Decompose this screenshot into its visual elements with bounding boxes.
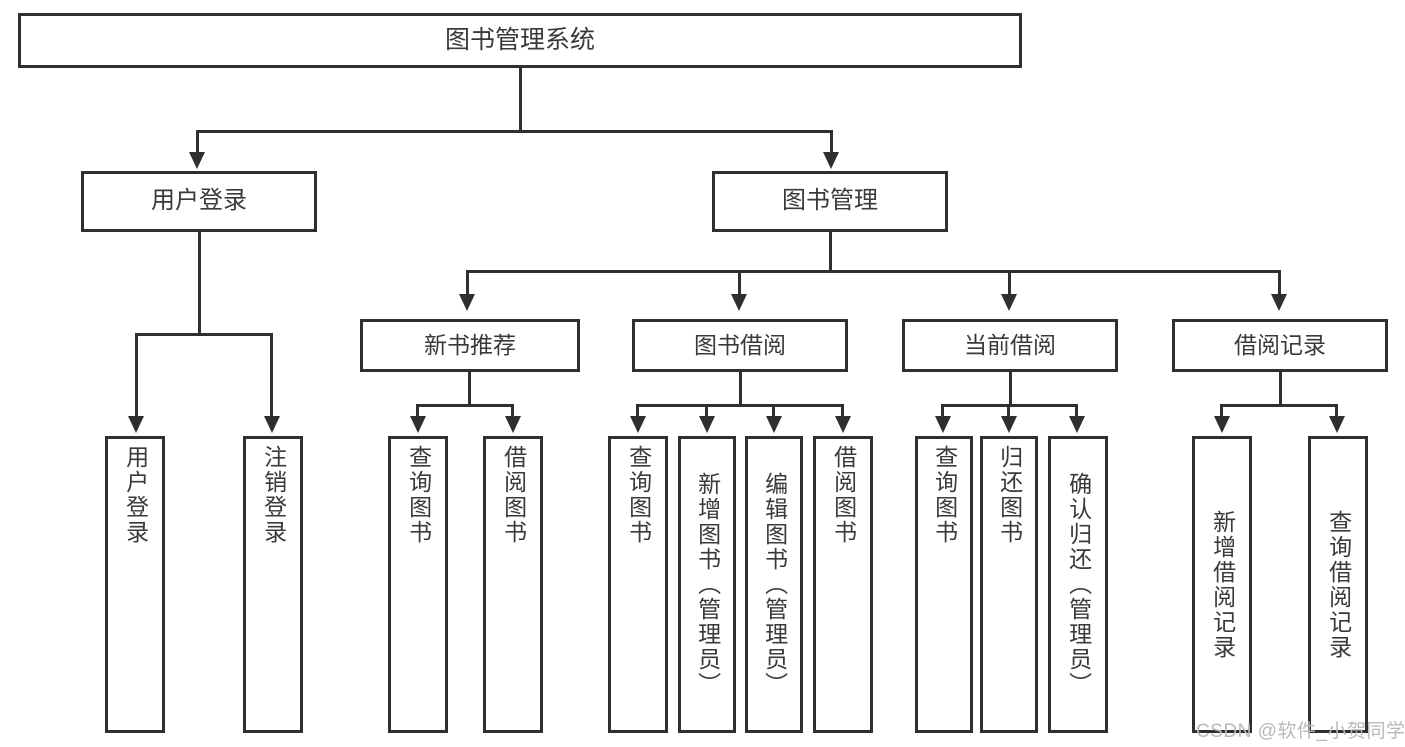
arrow-borrow-edit [766,416,782,433]
leaf-current-return-book[interactable]: 归还图书 [980,436,1038,733]
leaf-label: 归还图书 [996,445,1023,545]
connector-user-stem [198,232,201,333]
connector-current-c3 [1075,404,1078,418]
connector-newbook-l [416,404,419,418]
leaf-newbook-borrow-book[interactable]: 借阅图书 [483,436,543,733]
arrow-root-to-book [823,152,839,169]
connector-borrow-stem [739,372,742,404]
arrow-record-add [1214,416,1230,433]
leaf-label: 确认归还（管理员） [1065,472,1092,697]
connector-current-c2 [1007,404,1010,418]
arrow-book-to-record [1271,294,1287,311]
leaf-label: 查询图书 [931,445,958,545]
leaf-label: 借阅图书 [500,445,527,545]
leaf-record-add-borrow-record[interactable]: 新增借阅记录 [1192,436,1252,733]
node-root-system[interactable]: 图书管理系统 [18,13,1022,68]
connector-user-bar [135,333,273,336]
connector-record-l [1220,404,1223,418]
connector-current-stem [1009,372,1012,404]
arrow-borrow-lend [835,416,851,433]
connector-record-bar [1220,404,1338,407]
leaf-borrow-edit-book-admin[interactable]: 编辑图书（管理员） [745,436,803,733]
connector-book-to-new [466,270,469,296]
arrow-user-login [128,416,144,433]
connector-borrow-c1 [636,404,639,418]
node-label: 图书管理系统 [444,25,595,54]
connector-user-left-drop [135,333,138,418]
connector-record-r [1335,404,1338,418]
connector-book-to-current [1008,270,1011,296]
leaf-label: 查询图书 [625,445,652,545]
arrow-current-confirm [1069,416,1085,433]
arrow-record-query [1329,416,1345,433]
connector-book-to-borrow [738,270,741,296]
node-label: 用户登录 [151,187,247,215]
node-label: 当前借阅 [964,331,1056,358]
node-user-login[interactable]: 用户登录 [81,171,317,232]
connector-root-to-book [830,130,833,154]
connector-borrow-bar [636,404,844,407]
connector-book-bar [466,270,1280,273]
leaf-label: 新增借阅记录 [1209,509,1236,660]
leaf-label: 注销登录 [260,445,287,545]
arrow-current-query [935,416,951,433]
leaf-borrow-lend-book[interactable]: 借阅图书 [813,436,873,733]
arrow-current-return [1001,416,1017,433]
connector-borrow-c4 [841,404,844,418]
leaf-label: 用户登录 [122,445,149,545]
connector-newbook-stem [468,372,471,404]
arrow-book-to-current [1001,294,1017,311]
leaf-label: 查询借阅记录 [1325,509,1352,660]
connector-record-stem [1279,372,1282,404]
leaf-user-logout[interactable]: 注销登录 [243,436,303,733]
connector-book-stem [829,232,832,270]
node-new-book-recommend[interactable]: 新书推荐 [360,319,580,372]
connector-borrow-c3 [772,404,775,418]
arrow-newbook-borrow [505,416,521,433]
leaf-label: 查询图书 [405,445,432,545]
arrow-borrow-add [699,416,715,433]
arrow-newbook-query [410,416,426,433]
leaf-label: 借阅图书 [830,445,857,545]
leaf-borrow-query-book[interactable]: 查询图书 [608,436,668,733]
node-book-borrow[interactable]: 图书借阅 [632,319,848,372]
arrow-book-to-new [459,294,475,311]
arrow-borrow-query [630,416,646,433]
arrow-book-to-borrow [731,294,747,311]
connector-root-stem [519,68,522,130]
leaf-user-login[interactable]: 用户登录 [105,436,165,733]
connector-newbook-r [511,404,514,418]
node-label: 图书借阅 [694,331,786,358]
leaf-current-query-book[interactable]: 查询图书 [915,436,973,733]
leaf-borrow-add-book-admin[interactable]: 新增图书（管理员） [678,436,736,733]
node-label: 图书管理 [782,187,878,215]
connector-user-right-drop [270,333,273,418]
connector-root-bar [196,130,833,133]
node-label: 借阅记录 [1234,331,1326,358]
csdn-watermark: CSDN @软件_小贺同学 [1196,721,1405,742]
connector-current-c1 [941,404,944,418]
connector-root-to-user [196,130,199,154]
node-borrow-record[interactable]: 借阅记录 [1172,319,1388,372]
node-label: 新书推荐 [424,331,516,358]
arrow-root-to-user [189,152,205,169]
connector-newbook-bar [416,404,514,407]
node-book-management[interactable]: 图书管理 [712,171,948,232]
node-current-borrow[interactable]: 当前借阅 [902,319,1118,372]
leaf-label: 新增图书（管理员） [694,472,721,697]
leaf-current-confirm-return-admin[interactable]: 确认归还（管理员） [1048,436,1108,733]
connector-borrow-c2 [705,404,708,418]
connector-book-to-record [1278,270,1281,296]
leaf-newbook-query-book[interactable]: 查询图书 [388,436,448,733]
leaf-record-query-borrow-record[interactable]: 查询借阅记录 [1308,436,1368,733]
leaf-label: 编辑图书（管理员） [761,472,788,697]
arrow-user-logout [264,416,280,433]
